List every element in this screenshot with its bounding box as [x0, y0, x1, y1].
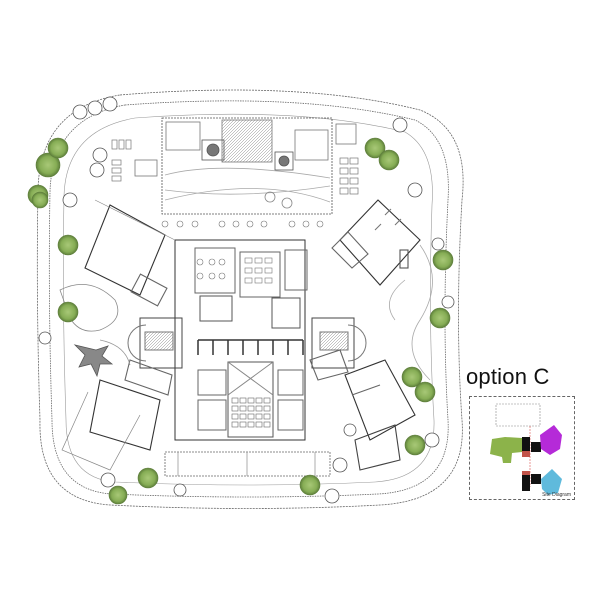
key-link-north [522, 451, 530, 457]
round-rooms [127, 317, 367, 369]
east-path [388, 244, 433, 381]
trees-outline [38, 96, 455, 504]
site-key-plan: Site Diagram [469, 396, 575, 500]
northwest-wing [84, 199, 176, 307]
site-boundary [36, 89, 464, 509]
south-canopy [164, 451, 331, 477]
key-west-wing [490, 437, 522, 463]
key-top-block [495, 403, 541, 427]
plaza-furniture [161, 220, 324, 228]
trees-green [27, 137, 454, 505]
key-plan-diagram [490, 403, 562, 495]
central-building [174, 239, 308, 441]
north-plaza [134, 117, 357, 215]
key-southeast-wing [541, 469, 562, 495]
key-connector-north [522, 437, 530, 453]
southeast-wing [309, 349, 416, 471]
key-caption: Site Diagram [542, 492, 571, 498]
parking-stalls [111, 139, 359, 195]
key-northeast-wing [540, 425, 562, 455]
southwest-wing [61, 359, 173, 471]
northeast-wing [331, 199, 421, 286]
west-garden [59, 284, 131, 378]
option-title: option C [466, 364, 550, 389]
key-link-south [522, 471, 530, 477]
key-connector-south [522, 475, 530, 491]
